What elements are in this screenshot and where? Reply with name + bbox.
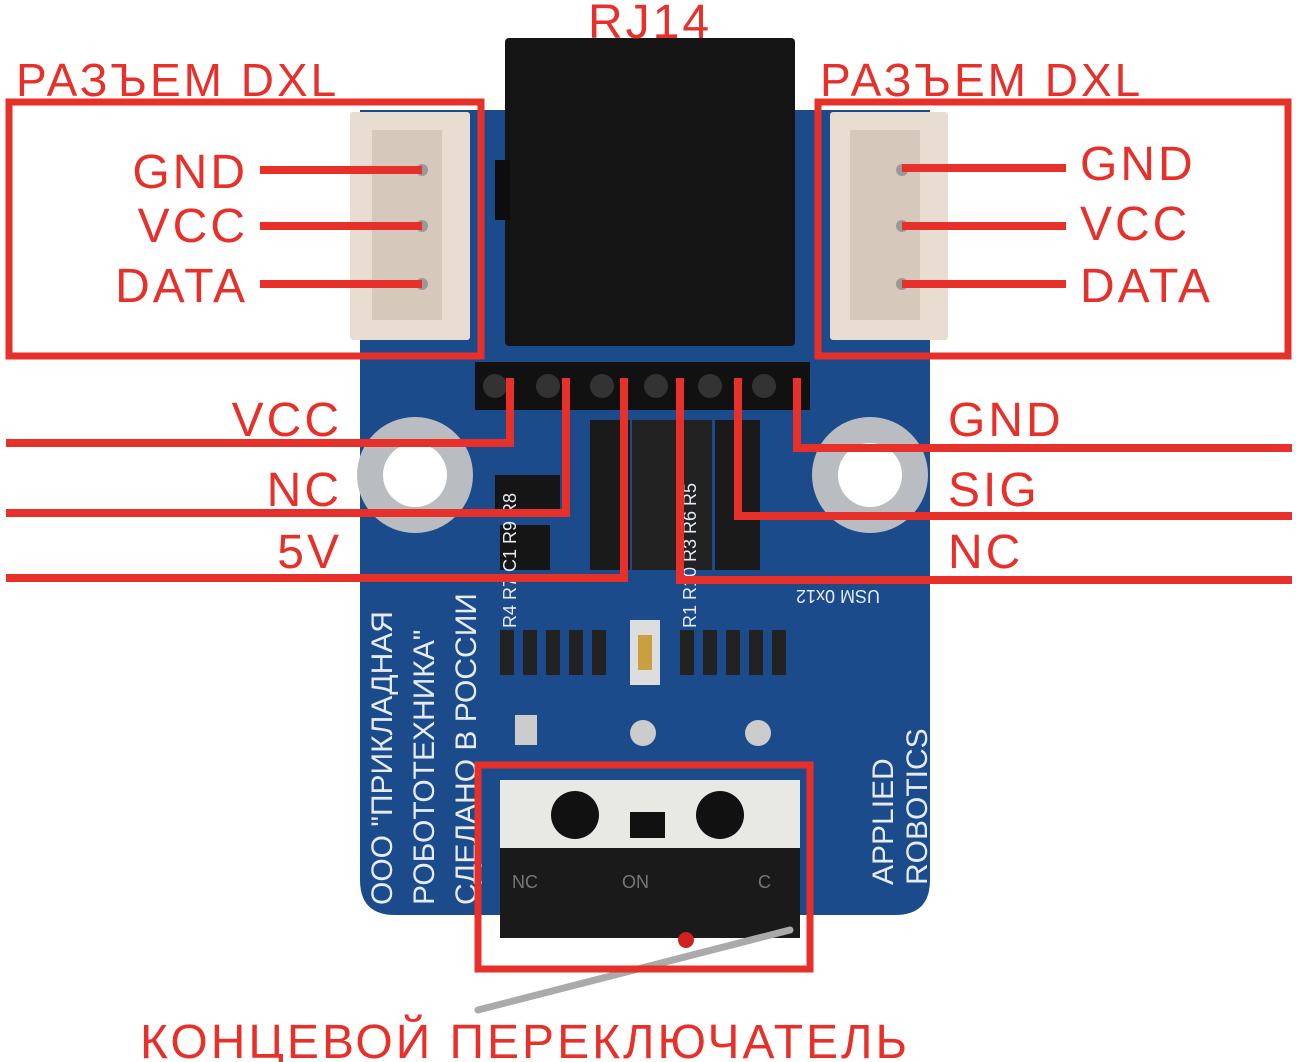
- maker-line-2: РОБОТОТЕХНИКА": [408, 630, 441, 905]
- dxl-left-box: [5, 98, 485, 360]
- limit-switch: NC ON C: [474, 715, 800, 1014]
- transistor: [495, 475, 560, 515]
- dxl-right-data: DATA: [1080, 260, 1213, 313]
- dxl-left-title: РАЗЪЕМ DXL: [16, 54, 339, 106]
- header-sig-label: SIG: [948, 464, 1040, 517]
- header-nc-left-label: NC: [267, 464, 342, 517]
- switch-mark-nc: NC: [512, 872, 538, 892]
- dxl-right-box: [814, 98, 1292, 360]
- resistor-labels-left: R4 R7 C1 R9 R8: [500, 493, 520, 628]
- switch-label: КОНЦЕВОЙ ПЕРЕКЛЮЧАТЕЛЬ: [140, 1014, 910, 1062]
- header-gnd-label: GND: [948, 394, 1064, 447]
- brand-line-2: ROBOTICS: [901, 728, 934, 885]
- brand-silkscreen: APPLIED ROBOTICS: [867, 728, 934, 885]
- header-5v-label: 5V: [277, 526, 342, 579]
- dxl-right-gnd: GND: [1080, 138, 1196, 191]
- brand-line-1: APPLIED: [867, 758, 900, 885]
- rj14-connector: [505, 38, 795, 346]
- switch-mark-c: C: [758, 872, 771, 892]
- dxl-left-data: DATA: [115, 260, 248, 313]
- board-id-text: USM 0x12: [796, 586, 880, 606]
- maker-silkscreen: ООО "ПРИКЛАДНАЯ РОБОТОТЕХНИКА" СДЕЛАНО В…: [366, 593, 483, 905]
- pin-header: [475, 362, 810, 410]
- resistor-labels-right: R1 R10 R3 R6 R5: [680, 483, 700, 628]
- dxl-right-vcc: VCC: [1080, 198, 1190, 251]
- switch-mark-on: ON: [622, 872, 649, 892]
- dxl-left-vcc: VCC: [138, 200, 248, 253]
- maker-line-1: ООО "ПРИКЛАДНАЯ: [366, 611, 399, 905]
- switch-box: [474, 761, 814, 973]
- dxl-right-title: РАЗЪЕМ DXL: [820, 54, 1143, 106]
- rj14-label: RJ14: [588, 0, 712, 49]
- header-vcc-label: VCC: [232, 394, 342, 447]
- dxl-left-gnd: GND: [132, 146, 248, 199]
- header-nc-right-label: NC: [948, 526, 1023, 579]
- smd-components: [500, 620, 786, 685]
- ic-chip-center: [632, 420, 712, 570]
